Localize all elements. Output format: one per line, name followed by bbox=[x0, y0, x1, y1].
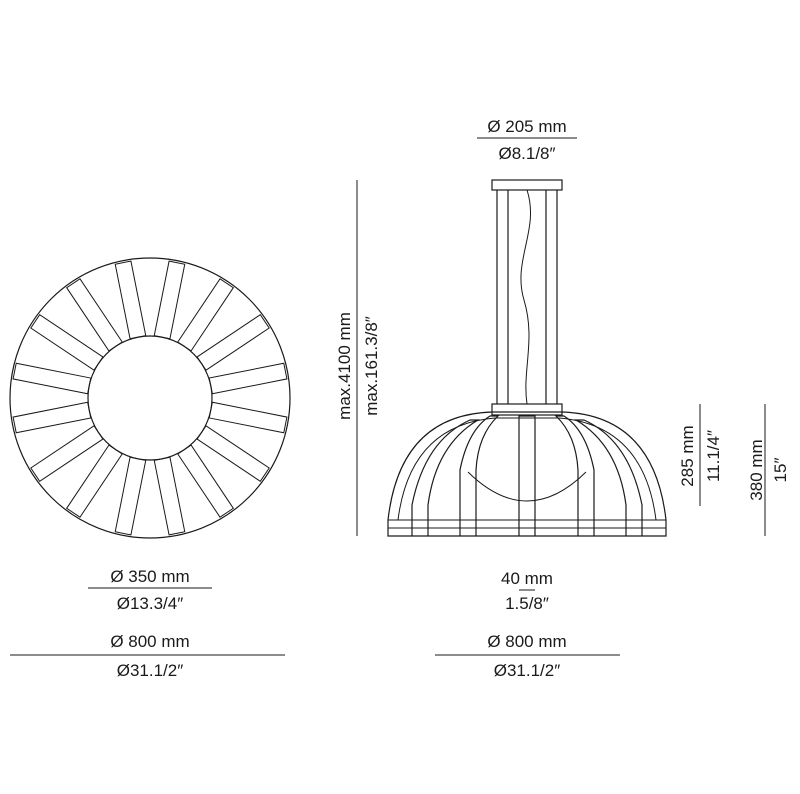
side-outer-diameter-metric: Ø 800 mm bbox=[487, 632, 566, 651]
inner-globe bbox=[467, 471, 587, 502]
side-view-dimensions: Ø 205 mm Ø8.1/8″ max.4100 mm max.161.3/8… bbox=[335, 117, 790, 680]
power-cable bbox=[520, 189, 531, 405]
top-inner-diameter-imperial: Ø13.3/4″ bbox=[117, 594, 184, 613]
top-view-strap bbox=[114, 456, 147, 536]
dome-inner bbox=[397, 417, 657, 521]
top-view-outer-ring bbox=[9, 257, 291, 539]
dome-strap bbox=[459, 415, 500, 536]
max-height-imperial: max.161.3/8″ bbox=[362, 316, 381, 416]
top-view-straps bbox=[12, 260, 288, 536]
total-height-imperial: 15″ bbox=[771, 458, 790, 483]
max-height-metric: max.4100 mm bbox=[335, 312, 354, 420]
canopy-diameter-metric: Ø 205 mm bbox=[487, 117, 566, 136]
dome-strap bbox=[411, 419, 481, 536]
side-outer-diameter-imperial: Ø31.1/2″ bbox=[494, 661, 561, 680]
strap-width-imperial: 1.5/8″ bbox=[505, 594, 549, 613]
top-view-strap bbox=[153, 456, 186, 536]
dome-height-metric: 285 mm bbox=[678, 425, 697, 486]
top-outer-diameter-imperial: Ø31.1/2″ bbox=[117, 661, 184, 680]
top-view-strap bbox=[65, 278, 123, 352]
top-view-strap bbox=[153, 260, 186, 340]
strap-width-metric: 40 mm bbox=[501, 569, 553, 588]
top-view-strap bbox=[177, 278, 235, 352]
dome-strap bbox=[573, 419, 643, 536]
dome-height-imperial: 11.1/4″ bbox=[704, 430, 723, 482]
canopy-diameter-imperial: Ø8.1/8″ bbox=[498, 144, 555, 163]
side-view bbox=[387, 179, 667, 537]
fixture-cap bbox=[491, 403, 563, 416]
top-view-inner-opening bbox=[87, 335, 213, 461]
top-view-strap bbox=[177, 444, 235, 518]
top-view-strap bbox=[196, 425, 270, 483]
top-view-strap bbox=[30, 425, 104, 483]
canopy bbox=[491, 179, 563, 191]
top-view bbox=[9, 257, 291, 539]
top-view-strap bbox=[208, 401, 288, 434]
total-height-metric: 380 mm bbox=[747, 439, 766, 500]
top-view-strap bbox=[196, 313, 270, 371]
top-view-dimensions: Ø 350 mm Ø13.3/4″ Ø 800 mm Ø31.1/2″ bbox=[10, 567, 285, 680]
dome-strap bbox=[554, 415, 595, 536]
top-outer-diameter-metric: Ø 800 mm bbox=[110, 632, 189, 651]
dome-outer bbox=[387, 411, 667, 537]
dome-straps bbox=[411, 415, 643, 536]
top-inner-diameter-metric: Ø 350 mm bbox=[110, 567, 189, 586]
top-view-strap bbox=[12, 401, 92, 434]
top-view-strap bbox=[114, 260, 147, 340]
top-view-strap bbox=[65, 444, 123, 518]
top-view-strap bbox=[12, 362, 92, 395]
dome-strap bbox=[518, 415, 536, 536]
top-view-strap bbox=[30, 313, 104, 371]
top-view-strap bbox=[208, 362, 288, 395]
